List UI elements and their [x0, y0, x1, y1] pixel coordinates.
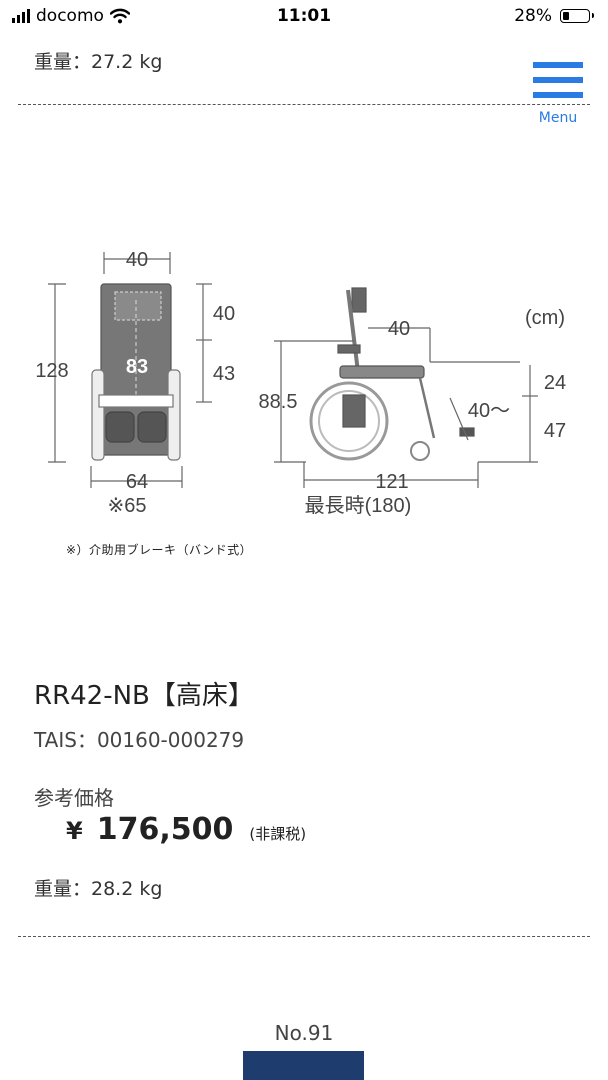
battery-percent: 28%	[514, 6, 552, 26]
price-currency: ¥	[66, 817, 83, 845]
menu-bar-icon	[533, 92, 583, 98]
previous-weight: 重量：27.2 kg	[34, 51, 163, 73]
dim-front-height: 128	[35, 360, 68, 382]
carrier-name: docomo	[36, 6, 104, 26]
page-number: No.91	[274, 1021, 334, 1045]
dim-front-top-width: 40	[126, 249, 148, 271]
dimension-diagram: 40 128 40 43 83 64 ※65 (cm) 40 88.5 24 4…	[35, 249, 566, 517]
menu-bar-icon	[533, 62, 583, 68]
dim-side-headrest-depth: 40	[388, 318, 410, 340]
tais-code: TAIS：00160-000279	[34, 728, 245, 752]
clock: 11:01	[276, 6, 332, 26]
price: ¥ 176,500 (非課税)	[66, 812, 306, 847]
dim-front-seat-height: 83	[126, 356, 148, 378]
price-tax-note: (非課税)	[249, 825, 307, 843]
dim-side-length: 121	[375, 471, 408, 493]
dim-side-height: 88.5	[259, 391, 298, 413]
dim-front-back-lower: 43	[213, 363, 235, 385]
product-weight: 重量：28.2 kg	[34, 878, 163, 900]
carrier-group: docomo	[12, 6, 130, 26]
battery-group: 28%	[514, 6, 594, 26]
menu-label: Menu	[538, 110, 578, 126]
divider	[18, 936, 590, 937]
dim-front-back-upper: 40	[213, 303, 235, 325]
dim-front-width: 64	[126, 471, 148, 493]
dim-unit: (cm)	[525, 307, 565, 329]
menu-button[interactable]: Menu	[530, 62, 586, 130]
dim-side-footrest: 40～	[468, 400, 510, 422]
battery-fill	[563, 12, 569, 20]
menu-bar-icon	[533, 77, 583, 83]
price-value: 176,500	[96, 812, 234, 847]
dim-front-alt-width: ※65	[107, 495, 146, 517]
dim-side-lower: 47	[544, 420, 566, 442]
dim-side-max-length: 最長時(180)	[305, 494, 412, 517]
product-model: RR42-NB【高床】	[34, 681, 254, 711]
status-bar: docomo 11:01 28%	[0, 0, 608, 34]
price-label: 参考価格	[34, 786, 114, 810]
divider	[18, 104, 590, 105]
battery-icon	[560, 9, 594, 23]
next-product-image[interactable]	[243, 1051, 364, 1080]
wifi-icon	[109, 8, 130, 24]
brake-note: ※）介助用ブレーキ（バンド式）	[66, 543, 253, 557]
signal-icon	[12, 9, 30, 23]
dim-side-upper: 24	[544, 372, 566, 394]
